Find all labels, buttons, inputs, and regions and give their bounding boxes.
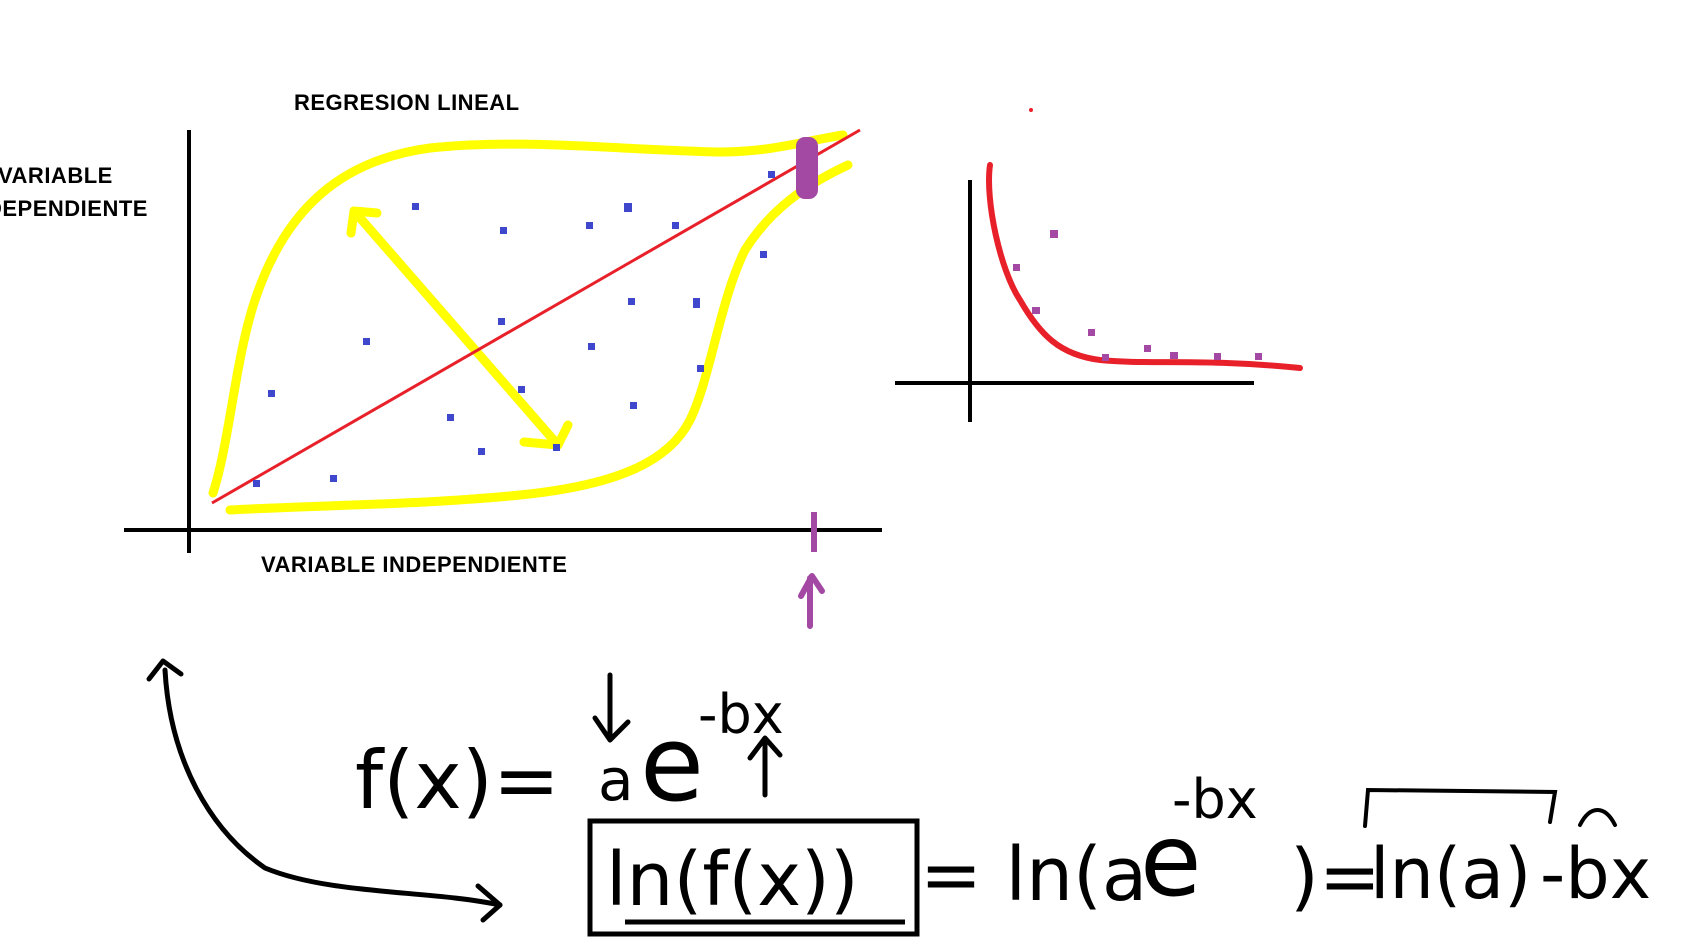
scatter-points [253, 171, 775, 487]
yellow-envelope [208, 130, 853, 515]
decay-point [1255, 353, 1262, 360]
data-point [588, 343, 595, 350]
ln-eq1: = ln(a [920, 832, 1147, 918]
decay-point [1214, 353, 1221, 360]
ln-box-content: ln(f(x)) [606, 837, 859, 923]
formula-line-2: ln(f(x)) = ln(a e -bx )= ln(a) -bx [587, 768, 1651, 937]
decay-curve [986, 162, 1303, 371]
yellow-double-arrow [346, 206, 573, 450]
ln-exponent: -bx [1172, 768, 1258, 831]
data-point [268, 390, 275, 397]
fx-e: e [640, 703, 704, 825]
ln-a-overline [1363, 787, 1558, 828]
red-dot [1029, 108, 1033, 112]
data-point [768, 171, 775, 178]
data-point [447, 414, 454, 421]
ln-a: ln(a) [1370, 833, 1531, 915]
data-point [518, 386, 525, 393]
data-point [500, 227, 507, 234]
data-point [498, 318, 505, 325]
data-point [624, 203, 632, 212]
decay-point [1088, 329, 1095, 336]
data-point [628, 298, 635, 305]
highlight-mark [796, 137, 818, 199]
data-point [363, 338, 370, 345]
decay-point [1013, 264, 1020, 271]
left-plot-axes [124, 130, 882, 553]
decay-point [1144, 345, 1151, 352]
fx-lhs: f(x)= [355, 734, 560, 827]
decay-point [1102, 354, 1109, 361]
envelope-lower [225, 160, 853, 515]
ln-box [587, 818, 920, 937]
formula-line-1: f(x)= a e -bx [355, 672, 784, 827]
y-axis-label-line1: VARIABLE [0, 163, 113, 188]
ln-e: e [1140, 802, 1202, 919]
decay-point [1032, 307, 1040, 314]
ln-eq2: )= [1290, 834, 1381, 920]
data-point [553, 444, 560, 451]
data-point [478, 448, 485, 455]
y-axis-label-line2: DEPENDIENTE [0, 196, 148, 221]
down-arrow [592, 672, 631, 743]
data-point [412, 203, 419, 210]
chart-title: REGRESION LINEAL [294, 90, 520, 115]
up-arrow-b [747, 735, 783, 798]
data-point [330, 475, 337, 482]
data-point [760, 251, 767, 258]
purple-highlight [796, 137, 825, 629]
envelope-upper [208, 130, 848, 498]
decay-point [1050, 230, 1058, 238]
hat-mark [1578, 808, 1617, 827]
data-point [672, 222, 679, 229]
fx-a: a [598, 746, 634, 814]
black-curved-arrow [146, 658, 503, 923]
purple-up-arrow [798, 573, 825, 629]
data-point [630, 402, 637, 409]
data-point [693, 298, 700, 308]
ln-minus-bx: -bx [1540, 833, 1651, 915]
data-point [253, 480, 260, 487]
decay-point [1170, 352, 1178, 359]
right-plot [895, 162, 1303, 422]
fx-exponent: -bx [698, 683, 784, 746]
regression-line [211, 128, 861, 505]
data-point [697, 365, 704, 372]
decay-points [1013, 230, 1262, 361]
x-axis-label: VARIABLE INDEPENDIENTE [261, 552, 568, 577]
data-point [586, 222, 593, 229]
